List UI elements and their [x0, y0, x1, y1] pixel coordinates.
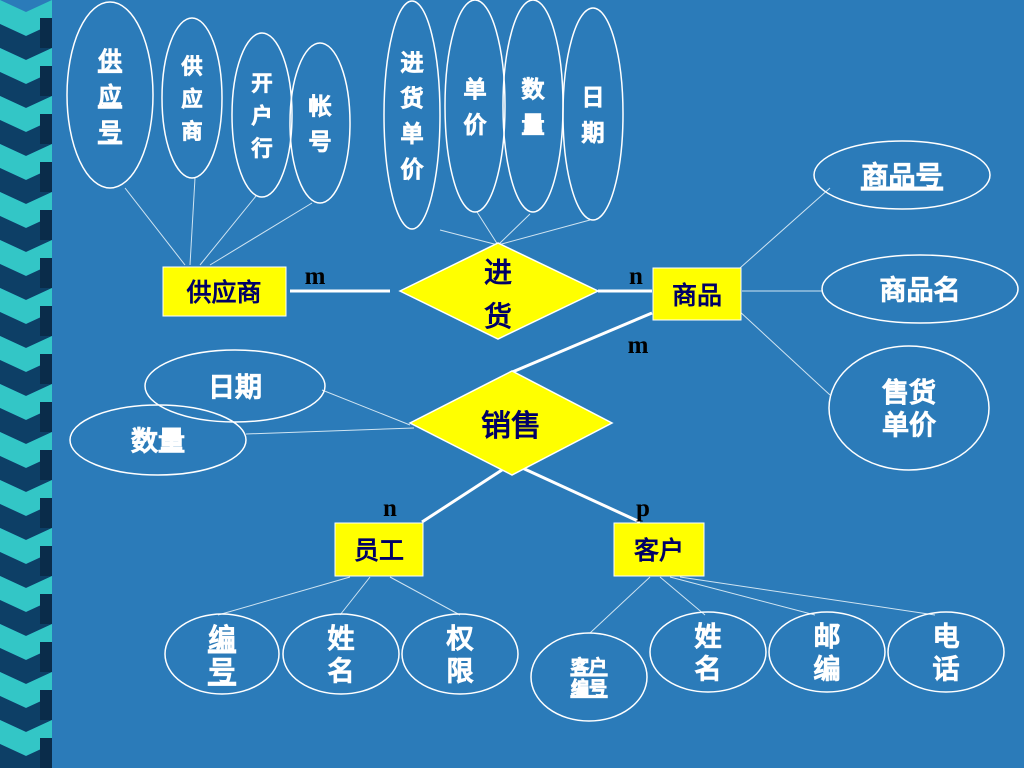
relationship-lines — [290, 289, 653, 524]
attr-supplier-id-label: 号 — [99, 119, 122, 145]
attr-goods-id: 商品号 — [813, 140, 991, 210]
attr-quantity-label: 量 — [522, 113, 545, 139]
attr-account: 帐号 — [289, 42, 351, 204]
entity-supplier-label: 供应商 — [185, 278, 261, 307]
attr-supplier-name-label: 商 — [182, 120, 203, 144]
attr-unit-price-label: 价 — [464, 113, 487, 139]
attr-supplier-name: 供应商 — [161, 17, 223, 179]
decorative-stripe — [0, 0, 52, 768]
connector-lines — [124, 177, 936, 634]
attr-unit-price-label: 单 — [464, 77, 487, 103]
attr-quantity: 数量 — [502, 0, 564, 213]
attr-customer-phone: 电话 — [887, 611, 1005, 693]
cardinality-purchase-goods: n — [629, 263, 643, 290]
cardinality-sales-customer: p — [636, 495, 650, 522]
attr-goods-price-label: 单价 — [882, 410, 936, 441]
attr-employee-id-label: 编 — [209, 624, 236, 655]
attr-employee-name-label: 名 — [328, 656, 355, 687]
attr-sales-quantity: 数量 — [69, 404, 247, 476]
relationship-purchase-label-line1: 进 — [484, 256, 512, 289]
attr-customer-id-label: 客户 — [571, 657, 607, 678]
attr-date: 日期 — [562, 7, 624, 221]
attr-customer-id-label: 编号 — [571, 679, 607, 700]
attr-sales-date: 日期 — [144, 349, 326, 423]
entity-customer: 客户 — [613, 522, 705, 577]
entity-supplier: 供应商 — [162, 266, 287, 317]
attr-employee-id-label: 号 — [209, 656, 236, 687]
cardinality-purchase-supplier: m — [305, 263, 326, 290]
attr-date-label: 期 — [582, 121, 605, 147]
entity-goods-label: 商品 — [672, 281, 722, 310]
attr-employee-name: 姓名 — [282, 613, 400, 695]
attr-quantity-label: 数 — [522, 77, 545, 103]
attr-customer-name: 姓名 — [649, 611, 767, 693]
attr-sales-date-label: 日期 — [208, 372, 262, 403]
attr-employee-permission: 权限 — [401, 613, 519, 695]
attr-customer-phone-label: 话 — [933, 654, 960, 685]
attr-supplier-id-label: 供 — [99, 48, 122, 74]
attr-employee-permission-label: 限 — [447, 656, 474, 687]
entity-goods: 商品 — [652, 267, 742, 321]
attr-customer-zip-label: 邮 — [814, 622, 841, 653]
attr-bank: 开户行 — [231, 32, 293, 198]
relationship-purchase: 进 货 — [398, 242, 600, 340]
relationship-purchase-label-line2: 货 — [484, 300, 512, 333]
attr-supplier-name-label: 供 — [182, 54, 203, 78]
relationship-sales-label: 销售 — [481, 409, 541, 444]
attr-bank-label: 行 — [252, 137, 273, 161]
attr-customer-phone-label: 电 — [933, 622, 960, 653]
attr-account-label: 号 — [309, 130, 332, 156]
attr-customer-zip-label: 编 — [814, 654, 841, 685]
attr-sales-quantity-label: 数量 — [131, 426, 185, 457]
attr-supplier-id: 供应号 — [66, 1, 154, 189]
entity-customer-label: 客户 — [634, 536, 684, 565]
attr-bank-label: 开 — [252, 71, 273, 95]
attr-goods-name-label: 商品名 — [880, 275, 961, 306]
attr-customer-name-label: 名 — [695, 654, 722, 685]
attr-bank-label: 户 — [252, 104, 273, 128]
entity-employee-label: 员工 — [354, 536, 404, 565]
attr-goods-name: 商品名 — [821, 254, 1019, 324]
attr-account-label: 帐 — [309, 94, 332, 120]
cardinality-sales-employee: n — [383, 495, 397, 522]
attr-customer-name-label: 姓 — [695, 622, 722, 653]
attr-goods-id-label: 商品号 — [862, 161, 943, 192]
cardinality-sales-goods: m — [628, 332, 649, 359]
relationship-sales: 销售 — [408, 370, 614, 476]
attr-purchase-price-label: 货 — [401, 86, 424, 112]
attr-goods-price-label: 售货 — [882, 378, 936, 409]
attr-employee-name-label: 姓 — [328, 624, 355, 655]
attr-purchase-price-label: 进 — [401, 50, 424, 76]
attr-supplier-name-label: 应 — [182, 87, 203, 111]
attr-employee-id: 编号 — [164, 613, 280, 695]
attr-purchase-price-label: 单 — [401, 122, 424, 148]
attr-purchase-price-label: 价 — [401, 157, 424, 183]
attr-date-label: 日 — [582, 85, 605, 111]
attr-employee-permission-label: 权 — [447, 624, 474, 655]
attr-supplier-id-label: 应 — [99, 84, 122, 110]
attr-customer-zip: 邮编 — [768, 611, 886, 693]
attr-unit-price: 单价 — [444, 0, 506, 213]
entity-employee: 员工 — [334, 522, 424, 577]
